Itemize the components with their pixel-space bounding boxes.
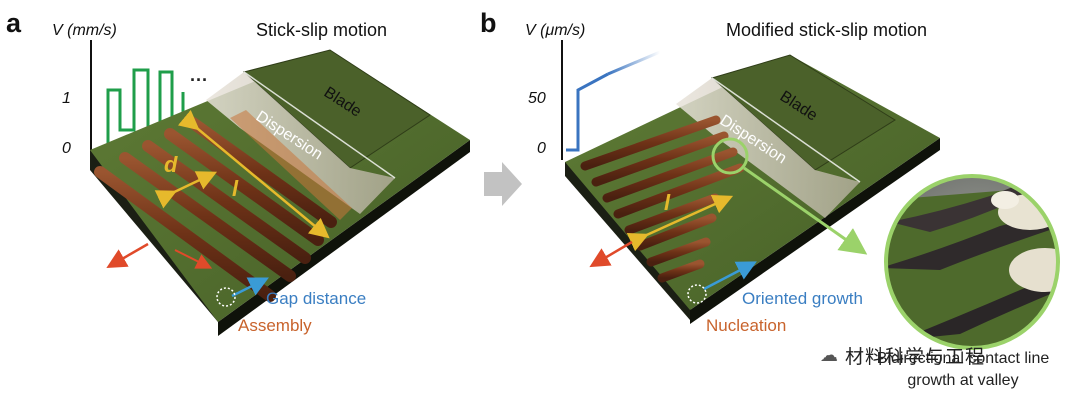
a-substrate-front-side	[218, 140, 470, 336]
panel-a-letter: a	[6, 8, 22, 38]
b-blue-arrow	[703, 261, 757, 291]
a-gap-circle	[216, 287, 236, 307]
b-dispersion	[676, 78, 860, 218]
panel-a-l-label: l	[232, 176, 239, 201]
watermark-text: 材料科学与工程	[845, 347, 986, 368]
panel-b-axis-label: V (μm/s)	[525, 22, 586, 39]
b-magnifier-circle	[711, 137, 749, 175]
wechat-icon: ☁	[820, 345, 839, 365]
panel-b-tick-0: 0	[537, 140, 546, 157]
a-blue-arrow	[231, 277, 269, 298]
panel-a-d-label: d	[164, 152, 178, 177]
panel-b-l-label: l	[664, 190, 671, 215]
panel-a-gap-label: Gap distance	[266, 289, 367, 308]
b-magnifier-pointer	[743, 166, 868, 255]
panel-a-tick-0: 0	[62, 140, 71, 157]
panel-b-caption-line2: growth at valley	[907, 372, 1019, 389]
panel-a-graphic	[90, 40, 470, 336]
b-blade	[710, 54, 896, 171]
panel-a-tick-1: 1	[62, 90, 71, 107]
panel-a-axis-label: V (mm/s)	[52, 22, 117, 39]
panel-b-graphic	[561, 40, 1060, 350]
panel-b-tick-50: 50	[528, 90, 546, 107]
panel-a-ellipsis: ···	[190, 70, 208, 90]
panel-a-assembly-label: Assembly	[238, 316, 312, 335]
a-l-arrow	[177, 109, 330, 239]
panel-b-growth-label: Oriented growth	[742, 289, 863, 308]
b-inset	[886, 176, 1058, 348]
b-inset-ring	[884, 174, 1060, 350]
panel-a-title: Stick-slip motion	[256, 20, 388, 40]
a-red-arrow	[106, 242, 149, 268]
b-waveform	[566, 72, 609, 152]
panel-b-caption-line1: Bidirectional contact line	[876, 350, 1050, 367]
b-red-arrow	[589, 240, 633, 268]
panel-b-letter: b	[480, 8, 497, 38]
watermark: ☁ 材料科学与工程	[820, 342, 985, 369]
transition-arrow	[484, 162, 522, 206]
a-square-waveform	[96, 68, 185, 152]
panel-b-title: Modified stick-slip motion	[726, 20, 928, 40]
panel-b-nucleation-label: Nucleation	[706, 316, 787, 335]
b-l-arrow	[626, 195, 734, 252]
b-nucleation-circle	[687, 284, 707, 304]
